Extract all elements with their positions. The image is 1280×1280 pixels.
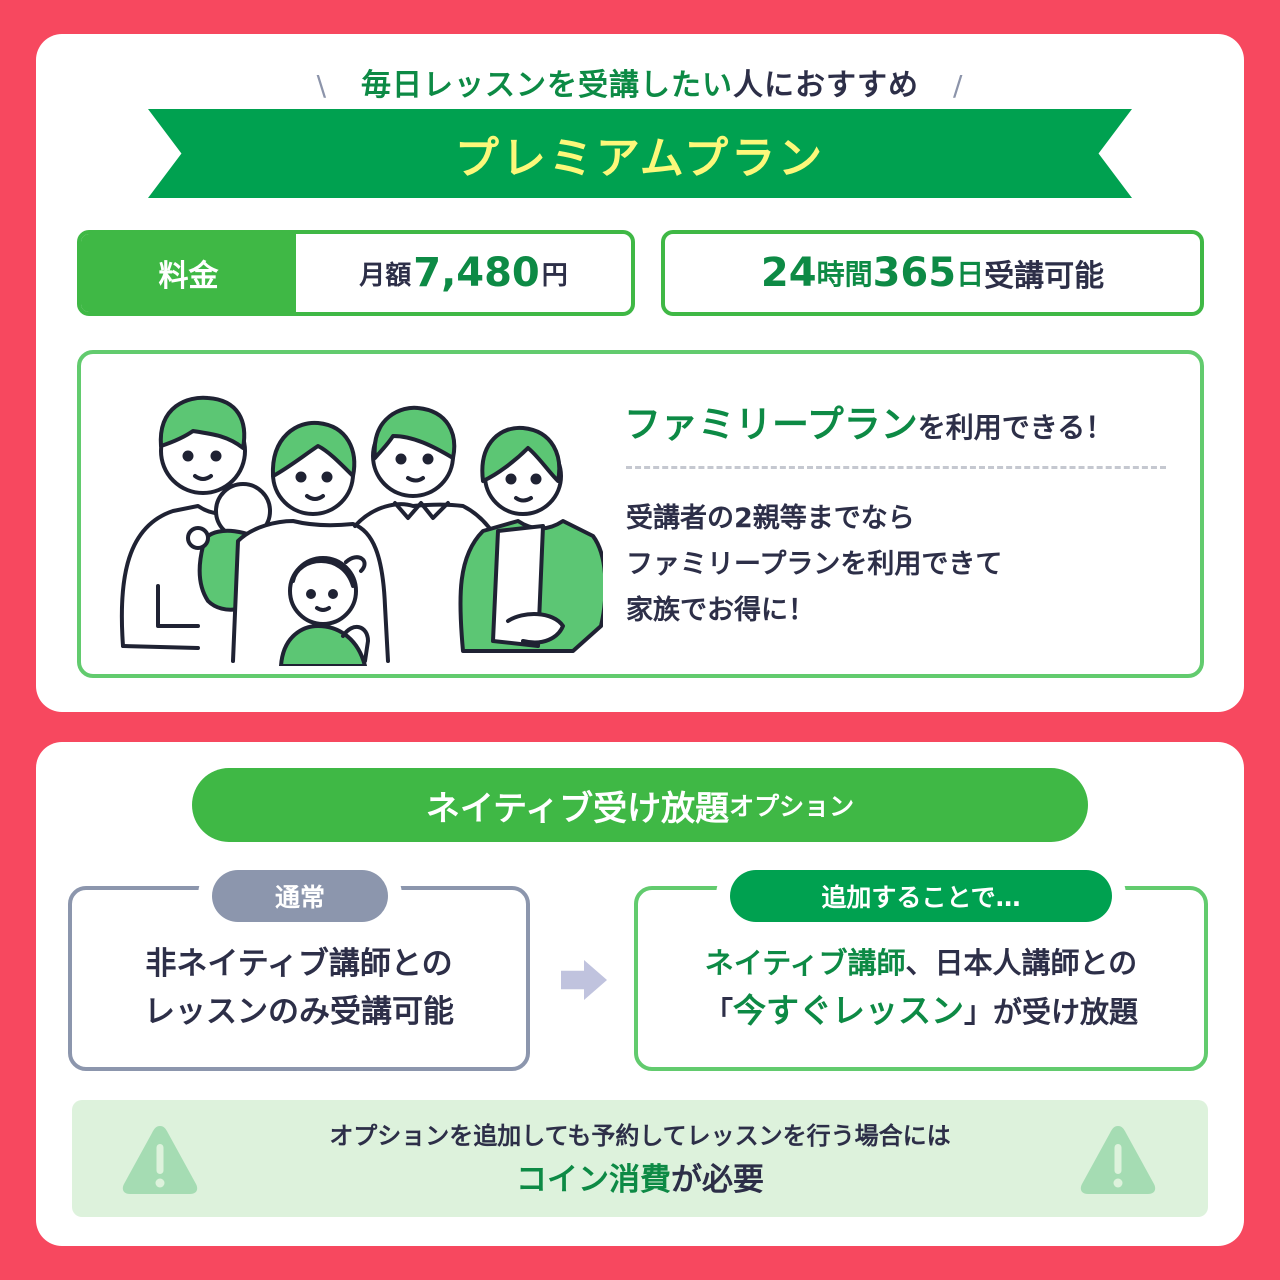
family-illustration-icon <box>119 395 603 666</box>
warning-line2: コイン消費が必要 <box>72 1156 1208 1204</box>
price-prefix: 月額 <box>359 260 412 291</box>
price-box: 料金 月額 7,480 円 <box>77 230 635 316</box>
native-teacher-text: ネイティブ講師 <box>704 946 906 980</box>
price-amount: 7,480 <box>413 250 540 296</box>
option-title-pill: ネイティブ受け放題 オプション <box>192 768 1088 842</box>
dashed-divider <box>626 466 1166 469</box>
warning-icon <box>1080 1126 1156 1194</box>
normal-tag: 通常 <box>212 870 388 922</box>
warning-line1: オプションを追加しても予約してレッスンを行う場合には <box>329 1122 951 1150</box>
option-title-suffix: オプション <box>729 792 855 821</box>
availability-box: 24 時間 365 日 受講可能 <box>661 230 1204 316</box>
subtitle-dark: 人におすすめ <box>733 68 919 103</box>
warning-line2-rest: が必要 <box>671 1162 764 1198</box>
quote-open: 「 <box>703 995 733 1029</box>
plan-name: プレミアムプラン <box>454 132 826 184</box>
added-description: ネイティブ講師、日本人講師との 「今すぐレッスン」が受け放題 <box>704 921 1138 1036</box>
quote-close: 」 <box>963 995 993 1029</box>
normal-line: レッスンのみ受講可能 <box>144 993 454 1030</box>
days-number: 365 <box>872 250 957 296</box>
price-label: 料金 <box>81 234 296 312</box>
instant-lesson-text: 今すぐレッスン <box>732 991 964 1030</box>
added-tag: 追加することで… <box>730 870 1112 922</box>
hours-unit: 時間 <box>816 258 873 291</box>
warning-box: オプションを追加しても予約してレッスンを行う場合には コイン消費が必要 <box>72 1100 1208 1217</box>
plan-subtitle: \ 毎日レッスンを受講したい人におすすめ / <box>36 60 1244 104</box>
family-desc-line: 家族でお得に！ <box>626 595 815 626</box>
arrow-right-icon <box>561 960 607 1000</box>
family-desc-line: 受講者の2親等までなら <box>626 503 915 534</box>
normal-description: 非ネイティブ講師との レッスンのみ受講可能 <box>144 922 454 1036</box>
plan-name-banner: プレミアムプラン <box>148 109 1132 198</box>
price-value: 月額 7,480 円 <box>296 234 631 312</box>
added-line2-rest: が受け放題 <box>993 995 1139 1029</box>
family-plan-box: ファミリープランを利用できる！ 受講者の2親等までなら ファミリープランを利用で… <box>77 350 1204 678</box>
family-desc-line: ファミリープランを利用できて <box>626 549 1003 580</box>
hours-number: 24 <box>760 250 817 296</box>
slash-right-decoration: / <box>953 69 964 102</box>
added-line1-rest: 、日本人講師との <box>905 946 1138 980</box>
option-title: ネイティブ受け放題 <box>425 788 730 829</box>
native-option-card: ネイティブ受け放題 オプション 非ネイティブ講師との レッスンのみ受講可能 通常… <box>36 742 1244 1246</box>
premium-plan-card: \ 毎日レッスンを受講したい人におすすめ / プレミアムプラン 料金 月額 7,48… <box>36 34 1244 712</box>
availability-suffix: 受講可能 <box>984 259 1105 294</box>
normal-line: 非ネイティブ講師との <box>145 945 453 982</box>
family-plan-name: ファミリープラン <box>624 403 918 446</box>
days-unit: 日 <box>956 258 985 291</box>
warning-text: オプションを追加しても予約してレッスンを行う場合には コイン消費が必要 <box>72 1116 1208 1204</box>
family-plan-title-suffix: を利用できる！ <box>917 411 1114 444</box>
added-comparison-box: ネイティブ講師、日本人講師との 「今すぐレッスン」が受け放題 <box>634 886 1208 1071</box>
slash-left-decoration: \ <box>316 69 327 102</box>
warning-icon <box>122 1126 198 1194</box>
price-unit: 円 <box>541 260 568 291</box>
family-plan-title: ファミリープランを利用できる！ <box>624 394 1113 448</box>
coin-consumption-text: コイン消費 <box>516 1162 671 1198</box>
family-plan-description: 受講者の2親等までなら ファミリープランを利用できて 家族でお得に！ <box>626 496 1002 634</box>
subtitle-green: 毎日レッスンを受講したい <box>361 68 733 103</box>
